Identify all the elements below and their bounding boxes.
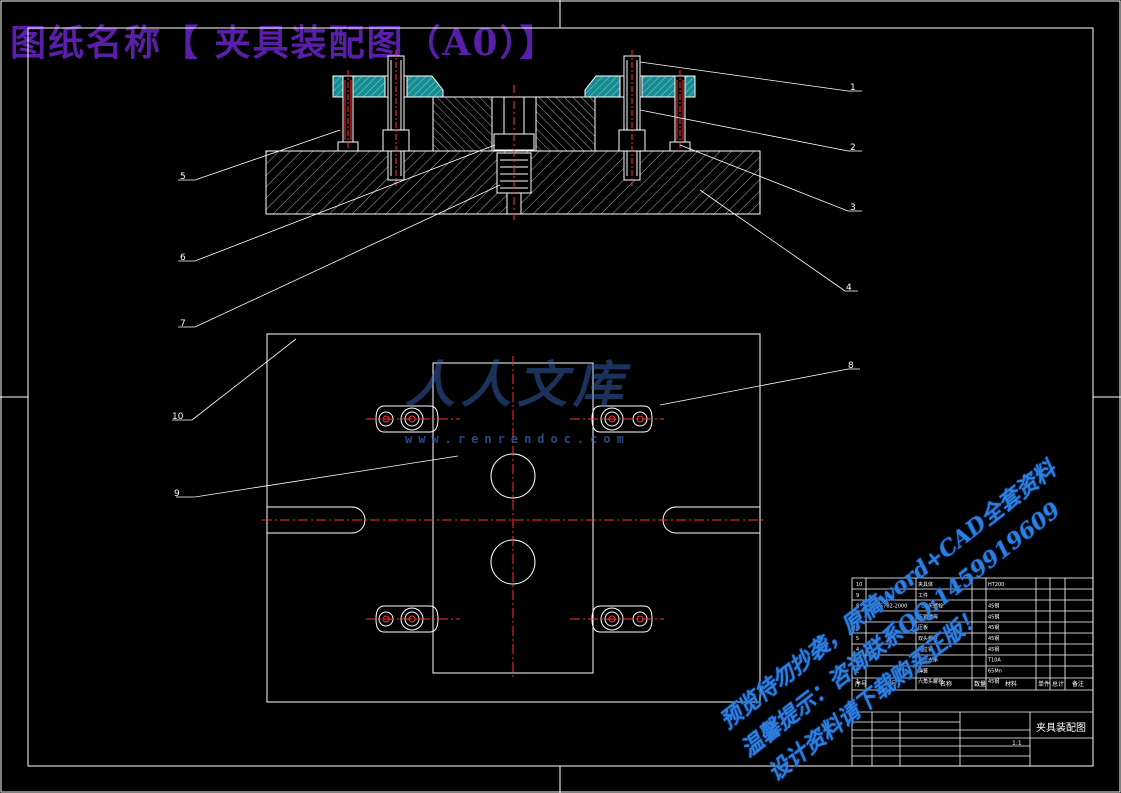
svg-text:总计: 总计 [1052,680,1064,688]
bom-name: 弹簧 [918,667,928,674]
bom-no: 1 [856,679,859,685]
url-watermark: www.renrendoc.com [405,432,630,446]
bom-no: 4 [856,647,859,653]
top-view [262,333,765,703]
callout-7: 7 [180,319,186,329]
bom-code: GB/T5782-2000 [868,604,907,610]
callout-2: 2 [850,143,856,153]
bom-text: 10 夹具体 HT200 9 工件 8 GB/T5782-2000 六角头螺栓 45钢 7 压紧螺母… [856,581,1004,685]
bom-material: 65Mn [988,668,1002,674]
bom-no: 5 [856,636,859,642]
svg-text:代号: 代号 [885,680,897,688]
svg-text:材料: 材料 [1005,680,1017,688]
drawing-name: 夹具装配图 [1036,721,1086,734]
callout-1: 1 [850,83,856,93]
svg-text:序号: 序号 [855,680,867,688]
bom-name: 夹具体 [918,581,933,588]
callout-5: 5 [180,172,186,182]
bom-material: 45钢 [988,635,999,642]
callout-10: 10 [172,412,184,422]
bom-name: 压板 [918,624,928,631]
leader-lines [172,61,862,498]
title-block [851,577,1094,767]
front-section-view [265,50,761,220]
bom-no: 7 [856,614,859,620]
bom-name: 六角头螺栓 [918,603,943,610]
callout-6: 6 [180,253,186,263]
bom-material: 45钢 [988,603,999,610]
bom-name: 工件 [918,592,928,599]
bom-no: 6 [856,625,859,631]
callout-4: 4 [846,283,852,293]
bom-no: 9 [856,593,859,599]
bom-name: 定位销 [918,646,933,653]
bom-material: HT200 [988,582,1004,588]
callout-labels: 1 2 3 4 5 6 7 8 9 10 [172,83,856,499]
bom-material: 45钢 [988,613,999,620]
svg-text:名称: 名称 [940,680,952,688]
bom-material: 45钢 [988,646,999,653]
bom-no: 3 [856,658,859,664]
bom-no: 10 [856,582,862,588]
scale-value: 1:1 [1012,740,1022,747]
brand-watermark: 人人文库 [405,355,629,414]
bom-name: 六角头螺栓 [918,678,943,685]
bom-material: T10A [987,658,1001,664]
bom-no: 8 [856,604,859,610]
bom-name: 压紧螺母 [918,613,938,620]
callout-8: 8 [848,361,854,371]
svg-text:备注: 备注 [1072,680,1084,688]
bom-header: 序号 代号 名称 数量 材料 单件 总计 备注 [855,680,1084,688]
bom-material: 45钢 [988,624,999,631]
bom-name: 双头螺柱 [918,635,938,642]
svg-text:数量: 数量 [974,680,986,688]
drawing-title: 图纸名称【 夹具装配图（A0）】 [10,22,558,64]
bom-material: 45钢 [988,678,999,685]
bom-name: 定位支承 [918,657,938,664]
callout-3: 3 [850,203,856,213]
bom-no: 2 [856,668,859,674]
callout-9: 9 [174,489,180,499]
svg-text:单件: 单件 [1038,680,1050,688]
